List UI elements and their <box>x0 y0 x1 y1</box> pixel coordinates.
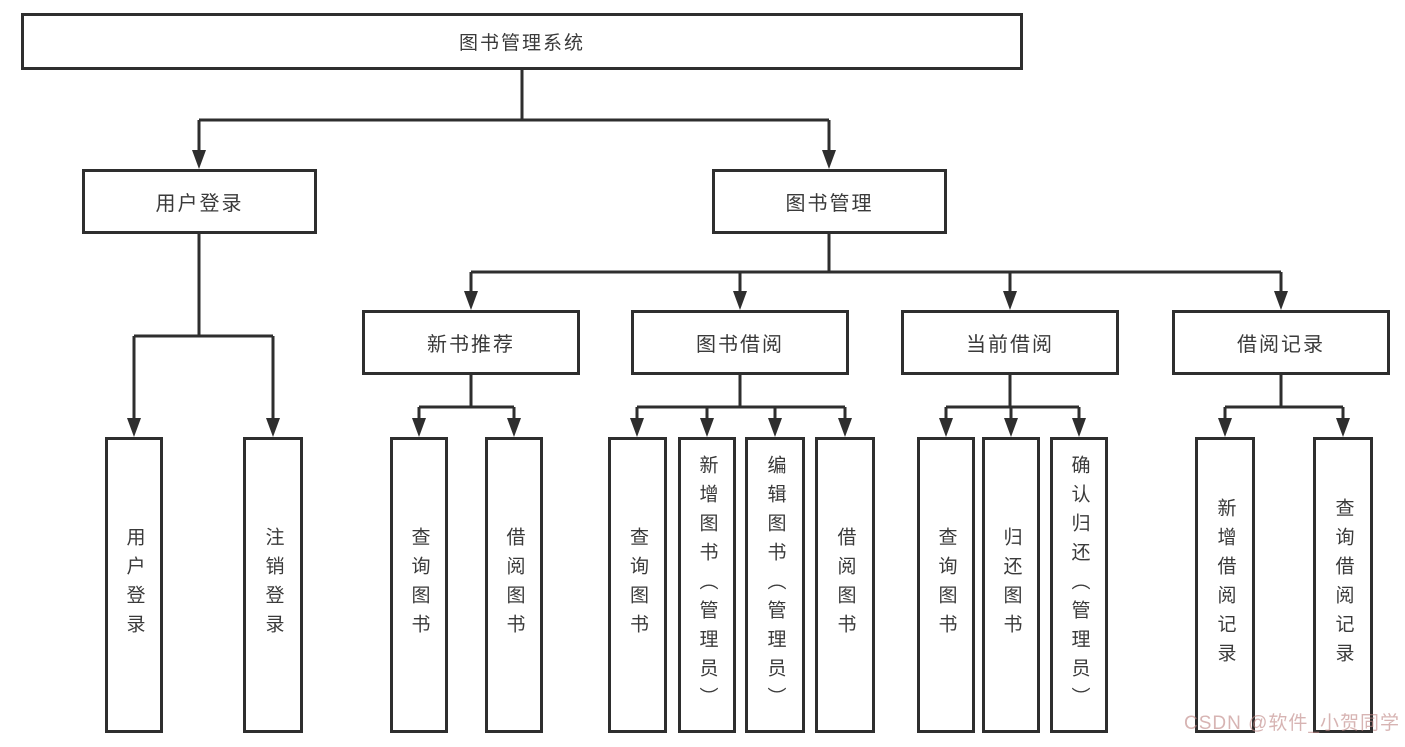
node-library-system-label: 图书管理系统 <box>458 33 585 54</box>
node-current-borrowing: 当前借阅 <box>901 310 1119 375</box>
node-borrow-edit-books-admin-label: 编辑图书（管理员） <box>764 454 786 716</box>
node-current-query-books: 查询图书 <box>917 437 975 733</box>
node-user-login: 用户登录 <box>82 169 317 234</box>
node-current-confirm-return-admin-label: 确认归还（管理员） <box>1068 454 1090 716</box>
node-borrow-borrow-books-label: 借阅图书 <box>834 527 856 643</box>
node-library-system: 图书管理系统 <box>21 13 1023 70</box>
node-rec-borrow-books-label: 借阅图书 <box>503 527 525 643</box>
node-current-borrowing-label: 当前借阅 <box>966 334 1054 356</box>
node-new-book-recommend: 新书推荐 <box>362 310 580 375</box>
node-rec-query-books: 查询图书 <box>390 437 448 733</box>
node-borrowing-records-label: 借阅记录 <box>1237 334 1325 356</box>
node-logout: 注销登录 <box>243 437 303 733</box>
node-borrow-add-books-admin: 新增图书（管理员） <box>678 437 736 733</box>
node-borrow-query-books: 查询图书 <box>608 437 667 733</box>
node-borrow-query-books-label: 查询图书 <box>627 527 648 643</box>
node-records-add-record: 新增借阅记录 <box>1195 437 1255 733</box>
node-records-add-record-label: 新增借阅记录 <box>1214 498 1236 672</box>
node-book-management-label: 图书管理 <box>785 193 874 215</box>
node-current-query-books-label: 查询图书 <box>935 527 957 643</box>
node-records-query-record-label: 查询借阅记录 <box>1332 498 1354 672</box>
node-borrow-borrow-books: 借阅图书 <box>815 437 875 733</box>
node-current-return-books-label: 归还图书 <box>1000 527 1022 643</box>
node-rec-borrow-books: 借阅图书 <box>485 437 543 733</box>
node-borrow-add-books-admin-label: 新增图书（管理员） <box>696 454 718 716</box>
node-user-login-leaf-label: 用户登录 <box>123 527 145 643</box>
csdn-watermark: CSDN @软件_小贺同学 <box>1184 713 1400 734</box>
node-user-login-leaf: 用户登录 <box>105 437 163 733</box>
node-new-book-recommend-label: 新书推荐 <box>427 334 515 356</box>
arrowheads <box>127 150 1350 437</box>
node-records-query-record: 查询借阅记录 <box>1313 437 1373 733</box>
node-current-confirm-return-admin: 确认归还（管理员） <box>1050 437 1108 733</box>
node-borrow-edit-books-admin: 编辑图书（管理员） <box>745 437 805 733</box>
node-current-return-books: 归还图书 <box>982 437 1040 733</box>
node-borrowing-records: 借阅记录 <box>1172 310 1390 375</box>
node-user-login-label: 用户登录 <box>155 193 244 215</box>
node-book-borrowing-label: 图书借阅 <box>696 334 784 356</box>
node-rec-query-books-label: 查询图书 <box>408 527 430 643</box>
node-book-management: 图书管理 <box>712 169 947 234</box>
node-book-borrowing: 图书借阅 <box>631 310 849 375</box>
node-logout-label: 注销登录 <box>262 527 284 643</box>
